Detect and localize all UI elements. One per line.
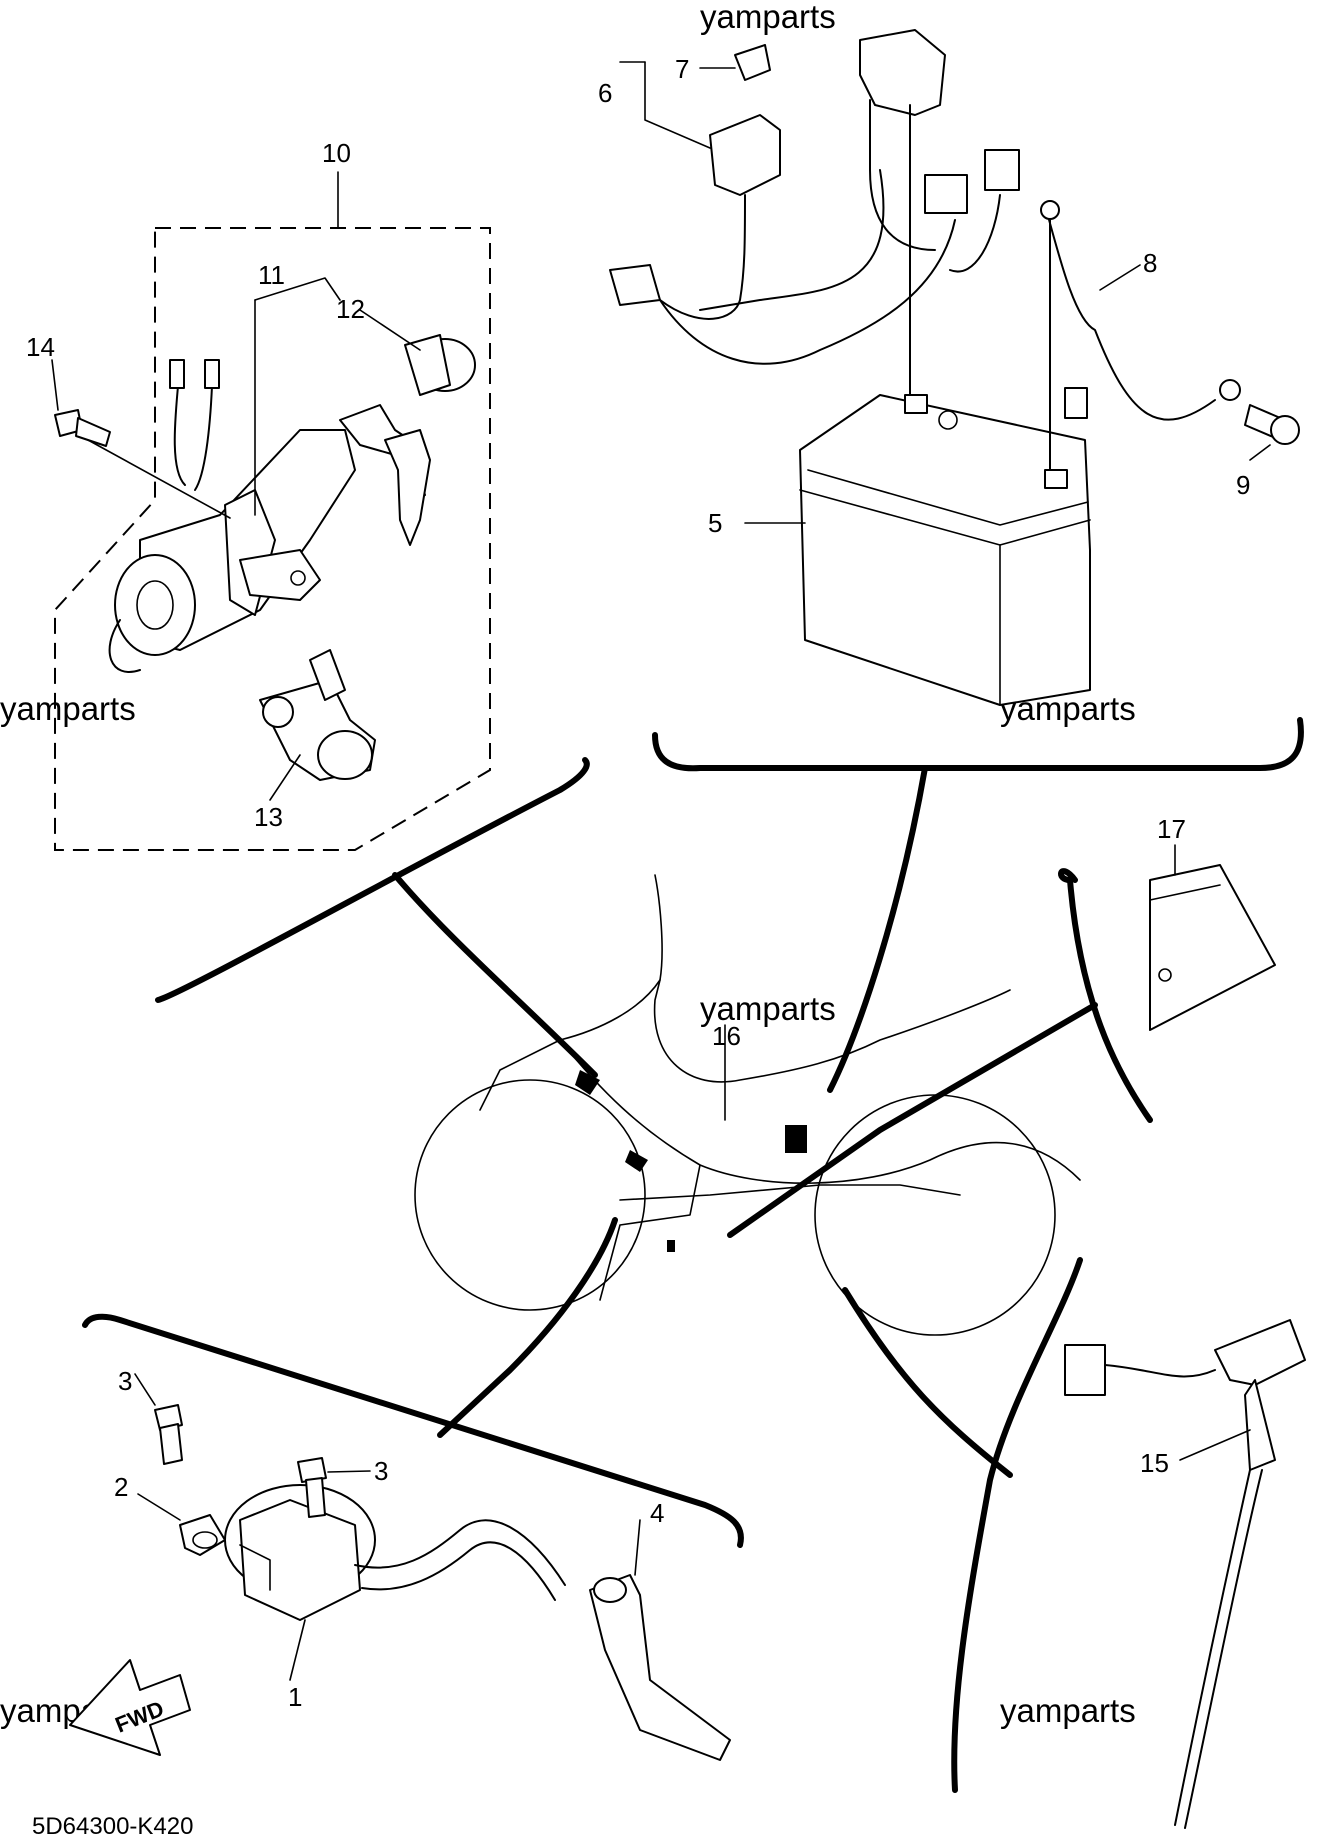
ignition-coil-assembly xyxy=(134,1373,731,1761)
callout-5: 5 xyxy=(708,508,722,538)
watermark-left: yamparts xyxy=(0,690,136,727)
callout-1: 1 xyxy=(288,1682,302,1712)
callout-brackets xyxy=(82,717,1304,1793)
drawing-code: 5D64300-K420 xyxy=(32,1813,193,1840)
callout-7: 7 xyxy=(675,54,689,84)
callout-3-right: 3 xyxy=(374,1456,388,1486)
callout-11: 11 xyxy=(258,260,285,290)
watermark-top: yamparts xyxy=(700,0,836,35)
motorcycle-outline xyxy=(414,874,1081,1336)
callout-12: 12 xyxy=(336,294,365,324)
callout-8: 8 xyxy=(1143,248,1157,278)
label-part xyxy=(724,844,1276,1121)
battery-assembly xyxy=(609,29,1300,706)
callout-14: 14 xyxy=(26,332,55,362)
callout-15: 15 xyxy=(1140,1448,1169,1478)
callout-3-top: 3 xyxy=(118,1366,132,1396)
callout-4: 4 xyxy=(650,1498,664,1528)
callout-10: 10 xyxy=(322,138,351,168)
fwd-arrow-icon: FWD xyxy=(69,1659,191,1756)
sensor-assembly xyxy=(1064,1319,1306,1829)
callout-labels: 1 2 3 3 4 5 6 7 8 9 10 11 12 13 14 15 16… xyxy=(26,54,1250,1712)
callout-16: 16 xyxy=(712,1021,741,1051)
callout-13: 13 xyxy=(254,802,283,832)
callout-2: 2 xyxy=(114,1472,128,1502)
watermark-center: yamparts xyxy=(700,990,836,1027)
watermark-bottom-right: yamparts xyxy=(1000,1692,1136,1729)
callout-17: 17 xyxy=(1157,814,1186,844)
callout-6: 6 xyxy=(598,78,612,108)
callout-9: 9 xyxy=(1236,470,1250,500)
main-switch-assembly xyxy=(51,171,491,851)
